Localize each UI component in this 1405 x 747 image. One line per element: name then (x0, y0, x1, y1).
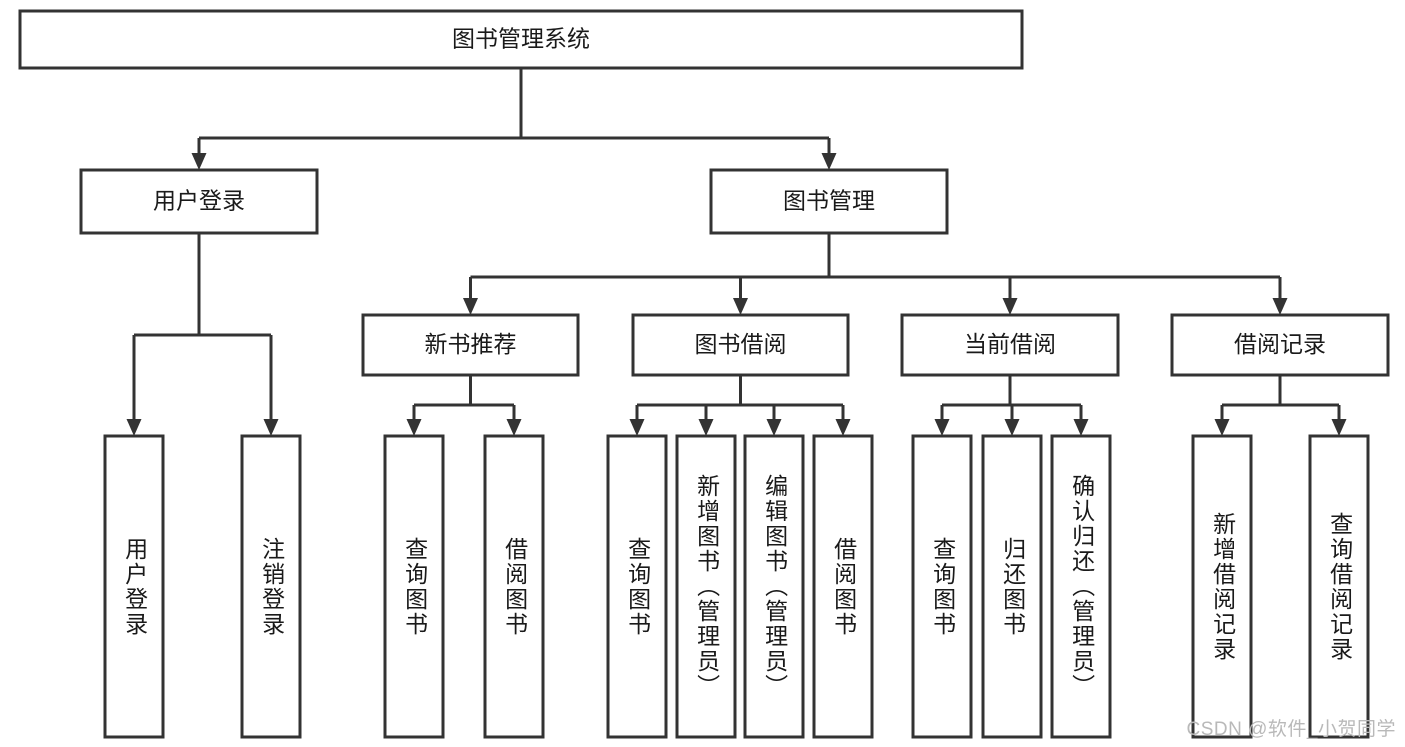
arrow-head-new-book-recommend-to-leaf-borrow-book-1 (506, 419, 522, 436)
node-label-borrow-record: 借阅记录 (1234, 331, 1326, 357)
arrow-head-user-login-to-leaf-user-logout (263, 419, 279, 436)
node-box-new-book-recommend[interactable] (361, 313, 580, 377)
node-label-root: 图书管理系统 (452, 26, 590, 52)
arrow-head-new-book-recommend-to-leaf-query-book-1 (406, 419, 422, 436)
node-box-user-login[interactable] (79, 168, 319, 235)
node-label-book-management: 图书管理 (783, 188, 875, 214)
node-box-current-borrow[interactable] (900, 313, 1120, 377)
node-box-book-borrow[interactable] (631, 313, 850, 377)
node-box-leaf-query-book-3[interactable] (911, 434, 973, 739)
arrow-head-book-management-to-new-book-recommend (463, 298, 478, 315)
node-box-leaf-query-book-1[interactable] (383, 434, 445, 739)
node-box-leaf-query-borrow-record[interactable] (1308, 434, 1370, 739)
node-box-layer (18, 9, 1390, 739)
arrow-head-book-borrow-to-leaf-borrow-book-2 (835, 419, 851, 436)
node-box-leaf-add-book-admin[interactable] (675, 434, 737, 739)
node-label-user-login: 用户登录 (153, 188, 245, 214)
node-box-leaf-borrow-book-2[interactable] (812, 434, 874, 739)
node-box-leaf-add-borrow-record[interactable] (1191, 434, 1253, 739)
arrow-head-book-borrow-to-leaf-query-book-2 (629, 419, 645, 436)
node-box-book-management[interactable] (709, 168, 949, 235)
node-box-leaf-query-book-2[interactable] (606, 434, 668, 739)
arrow-head-current-borrow-to-leaf-return-book (1004, 419, 1020, 436)
node-box-leaf-edit-book-admin[interactable] (743, 434, 805, 739)
arrow-head-current-borrow-to-leaf-query-book-3 (934, 419, 950, 436)
arrow-head-book-management-to-borrow-record (1272, 298, 1288, 315)
arrow-head-book-management-to-current-borrow (1002, 298, 1018, 315)
node-box-leaf-return-book[interactable] (981, 434, 1043, 739)
node-box-leaf-borrow-book-1[interactable] (483, 434, 545, 739)
arrow-head-user-login-to-leaf-user-login (126, 419, 142, 436)
node-box-leaf-user-logout[interactable] (240, 434, 302, 739)
arrow-head-book-borrow-to-leaf-edit-book-admin (766, 419, 782, 436)
arrow-head-borrow-record-to-leaf-query-borrow-record (1331, 419, 1347, 436)
arrow-head-current-borrow-to-leaf-confirm-return-admin (1073, 419, 1089, 436)
arrow-head-borrow-record-to-leaf-add-borrow-record (1214, 419, 1230, 436)
node-box-leaf-confirm-return-admin[interactable] (1050, 434, 1112, 739)
node-box-root[interactable] (18, 9, 1024, 70)
csdn-watermark: CSDN @软件_小贺同学 (1186, 719, 1396, 740)
arrow-head-root-to-user-login (191, 153, 207, 170)
arrow-head-root-to-book-management (821, 153, 837, 170)
arrow-head-book-management-to-book-borrow (733, 298, 748, 315)
node-box-borrow-record[interactable] (1170, 313, 1390, 377)
node-label-current-borrow: 当前借阅 (964, 331, 1056, 357)
arrow-head-book-borrow-to-leaf-add-book-admin (698, 419, 714, 436)
node-box-leaf-user-login[interactable] (103, 434, 165, 739)
connector-layer (126, 68, 1347, 436)
node-label-new-book-recommend: 新书推荐 (425, 331, 517, 357)
node-label-book-borrow: 图书借阅 (695, 331, 787, 357)
